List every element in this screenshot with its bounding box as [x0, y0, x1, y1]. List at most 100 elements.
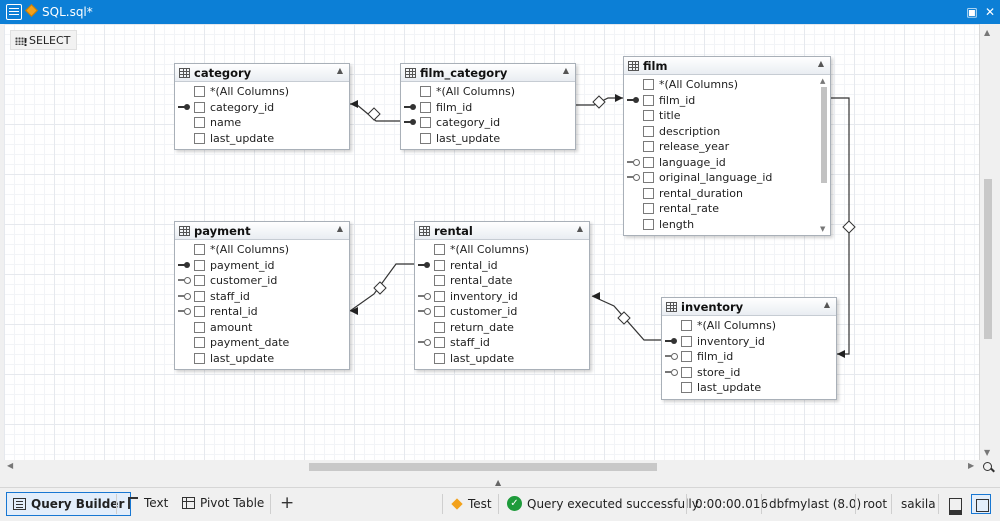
column-row[interactable]: last_update — [401, 131, 575, 147]
relation-diamond-icon[interactable] — [367, 107, 381, 121]
table-header[interactable]: payment▲ — [175, 222, 349, 240]
scroll-down-icon[interactable]: ▼ — [820, 225, 826, 233]
collapse-icon[interactable]: ▲ — [576, 224, 583, 233]
column-row[interactable]: inventory_id — [415, 289, 589, 305]
column-checkbox[interactable] — [643, 110, 654, 121]
relation-diamond-icon[interactable] — [592, 95, 606, 109]
tab-pivot-table[interactable]: Pivot Table — [176, 492, 264, 516]
column-row[interactable]: title — [624, 108, 830, 124]
column-row[interactable]: last_update — [175, 351, 349, 367]
column-row[interactable]: name — [175, 115, 349, 131]
column-checkbox[interactable] — [681, 351, 692, 362]
collapse-icon[interactable]: ▲ — [817, 59, 824, 68]
column-checkbox[interactable] — [434, 244, 445, 255]
column-checkbox[interactable] — [194, 86, 205, 97]
column-checkbox[interactable] — [420, 86, 431, 97]
column-checkbox[interactable] — [643, 156, 654, 168]
column-checkbox[interactable] — [681, 366, 692, 378]
column-row[interactable]: customer_id — [415, 304, 589, 320]
layout-single-panel-button[interactable] — [971, 494, 991, 514]
add-tab-button[interactable]: + — [280, 493, 295, 513]
column-row[interactable]: *(All Columns) — [624, 77, 830, 93]
column-row[interactable]: length — [624, 217, 830, 233]
tab-query-builder[interactable]: Query Builder — [6, 492, 132, 516]
collapse-icon[interactable]: ▲ — [336, 224, 343, 233]
column-checkbox[interactable] — [420, 101, 431, 113]
column-row[interactable]: language_id — [624, 155, 830, 171]
column-checkbox[interactable] — [194, 321, 205, 333]
column-checkbox[interactable] — [643, 187, 654, 199]
collapse-icon[interactable]: ▲ — [562, 66, 569, 75]
scroll-up-icon[interactable]: ▲ — [984, 28, 991, 37]
column-row[interactable]: inventory_id — [662, 334, 836, 350]
column-checkbox[interactable] — [420, 117, 431, 128]
horizontal-scroll-thumb[interactable] — [309, 463, 657, 471]
column-checkbox[interactable] — [681, 320, 692, 331]
column-row[interactable]: film_id — [662, 349, 836, 365]
column-checkbox[interactable] — [643, 79, 654, 90]
table-header[interactable]: film_category▲ — [401, 64, 575, 82]
column-row[interactable]: last_update — [415, 351, 589, 367]
column-checkbox[interactable] — [643, 203, 654, 214]
table-header[interactable]: inventory▲ — [662, 298, 836, 316]
column-row[interactable]: rental_id — [175, 304, 349, 320]
scroll-down-icon[interactable]: ▼ — [984, 448, 991, 457]
table-header[interactable]: film▲ — [624, 57, 830, 75]
column-checkbox[interactable] — [434, 259, 445, 271]
column-checkbox[interactable] — [194, 306, 205, 317]
column-checkbox[interactable] — [194, 290, 205, 302]
column-checkbox[interactable] — [194, 259, 205, 271]
column-checkbox[interactable] — [194, 132, 205, 144]
query-builder-canvas[interactable]: ! SELECT category▲*(All Columns)category… — [4, 24, 980, 460]
relation-diamond-icon[interactable] — [617, 311, 631, 325]
column-checkbox[interactable] — [194, 352, 205, 364]
column-row[interactable]: *(All Columns) — [415, 242, 589, 258]
vertical-scroll-thumb[interactable] — [984, 179, 992, 339]
column-checkbox[interactable] — [194, 117, 205, 128]
column-checkbox[interactable] — [434, 290, 445, 302]
column-row[interactable]: *(All Columns) — [662, 318, 836, 334]
column-row[interactable]: last_update — [175, 131, 349, 147]
column-row[interactable]: category_id — [401, 115, 575, 131]
canvas-vertical-scrollbar[interactable]: ▲ ▼ — [980, 24, 996, 460]
column-checkbox[interactable] — [194, 101, 205, 113]
canvas-horizontal-scrollbar[interactable]: ◀ ▶ — [4, 460, 980, 474]
column-row[interactable]: rental_rate — [624, 201, 830, 217]
column-checkbox[interactable] — [194, 337, 205, 348]
scroll-up-icon[interactable]: ▲ — [820, 77, 826, 85]
column-row[interactable]: release_year — [624, 139, 830, 155]
table-header[interactable]: category▲ — [175, 64, 349, 82]
column-row[interactable]: payment_date — [175, 335, 349, 351]
relation-diamond-icon[interactable] — [373, 281, 387, 295]
scroll-left-icon[interactable]: ◀ — [7, 461, 14, 470]
column-checkbox[interactable] — [434, 352, 445, 364]
column-checkbox[interactable] — [420, 132, 431, 144]
column-checkbox[interactable] — [643, 172, 654, 183]
column-row[interactable]: amount — [175, 320, 349, 336]
column-row[interactable]: rental_duration — [624, 186, 830, 202]
column-checkbox[interactable] — [681, 382, 692, 393]
column-row[interactable]: *(All Columns) — [175, 242, 349, 258]
column-checkbox[interactable] — [643, 94, 654, 106]
column-row[interactable]: original_language_id — [624, 170, 830, 186]
column-row[interactable]: rental_id — [415, 258, 589, 274]
collapse-icon[interactable]: ▲ — [823, 300, 830, 309]
table-header[interactable]: rental▲ — [415, 222, 589, 240]
column-checkbox[interactable] — [643, 125, 654, 137]
column-checkbox[interactable] — [643, 141, 654, 152]
relation-diamond-icon[interactable] — [842, 220, 856, 234]
column-checkbox[interactable] — [434, 275, 445, 286]
column-checkbox[interactable] — [643, 218, 654, 230]
column-row[interactable]: *(All Columns) — [175, 84, 349, 100]
document-icon[interactable] — [6, 4, 22, 20]
splitter-up-icon[interactable]: ▲ — [495, 478, 502, 487]
column-row[interactable]: rental_date — [415, 273, 589, 289]
column-row[interactable]: last_update — [662, 380, 836, 396]
close-button[interactable]: ✕ — [984, 5, 996, 19]
column-row[interactable]: customer_id — [175, 273, 349, 289]
column-checkbox[interactable] — [434, 337, 445, 348]
